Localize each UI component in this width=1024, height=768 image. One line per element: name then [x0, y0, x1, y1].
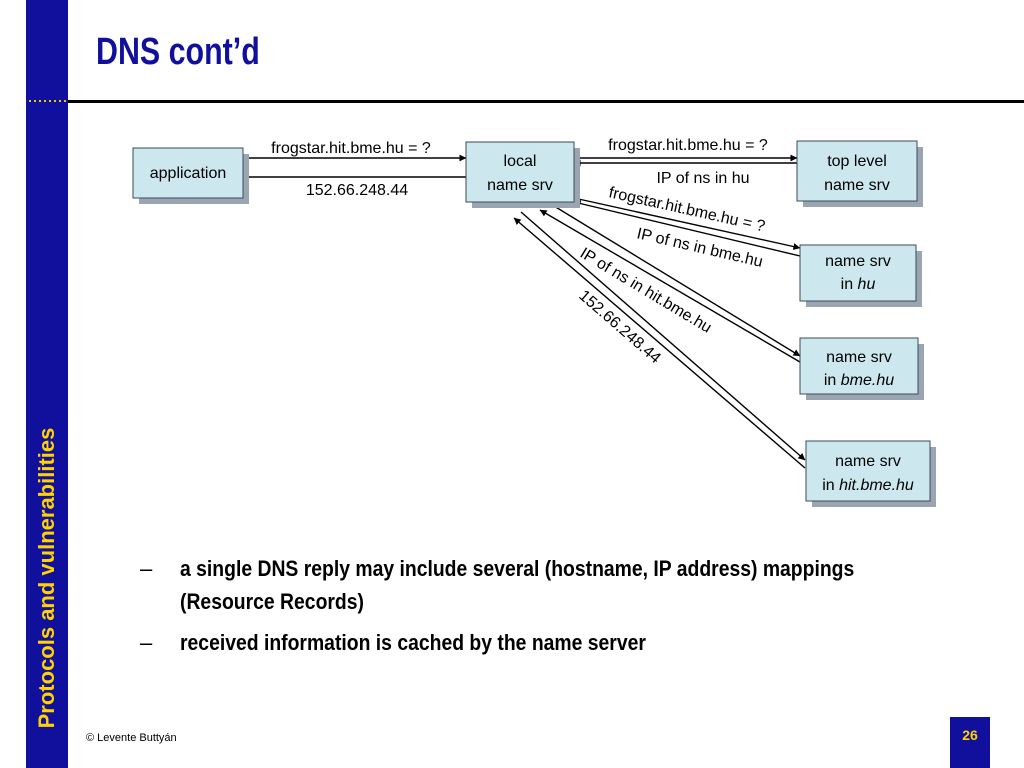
slide-title: DNS cont’d	[96, 31, 260, 73]
page-number: 26	[962, 727, 978, 743]
bullet-item: – received information is cached by the …	[140, 626, 900, 659]
node-local-line2: name srv	[487, 177, 553, 194]
page-number-badge: 26	[950, 717, 990, 768]
footer-copyright: © Levente Buttyán	[86, 732, 177, 744]
sidebar-bar	[26, 0, 68, 768]
title-rule	[68, 100, 1024, 103]
node-hu-line1: name srv	[825, 253, 891, 270]
arrow-local-to-bme	[553, 205, 801, 357]
arrow-bme-to-local	[539, 209, 801, 363]
sidebar-dots	[26, 100, 68, 104]
node-hit-line1: name srv	[835, 453, 901, 470]
bullet-marker: –	[140, 630, 153, 655]
bullet-list: – a single DNS reply may include several…	[140, 552, 900, 667]
bullet-item: – a single DNS reply may include several…	[140, 552, 900, 618]
node-top-level-name-server: top level name srv	[796, 140, 923, 207]
label-toplevel-query: frogstar.hit.bme.hu = ?	[608, 137, 768, 154]
arrow-local-to-hit	[520, 211, 806, 461]
label-toplevel-reply: IP of ns in hu	[656, 170, 749, 187]
node-toplevel-line2: name srv	[824, 177, 890, 194]
arrow-hit-to-local	[513, 217, 806, 469]
bullet-text: received information is cached by the na…	[180, 630, 646, 655]
arrow-local-to-hu	[573, 197, 801, 250]
node-local-line1: local	[504, 153, 537, 170]
arrow-hu-to-local	[573, 200, 801, 257]
node-hu-line2: in hu	[841, 276, 876, 293]
node-local-name-server: local name srv	[465, 141, 580, 208]
node-application-label: application	[150, 165, 227, 182]
bullet-marker: –	[140, 556, 153, 581]
node-name-server-hit-bme-hu: name srv in hit.bme.hu	[805, 440, 936, 507]
label-app-reply: 152.66.248.44	[306, 182, 408, 199]
node-bme-line1: name srv	[826, 349, 892, 366]
node-toplevel-line1: top level	[827, 153, 887, 170]
label-app-query: frogstar.hit.bme.hu = ?	[271, 140, 431, 157]
node-application: application	[132, 147, 249, 204]
node-name-server-bme-hu: name srv in bme.hu	[799, 337, 924, 400]
node-hit-line2: in hit.bme.hu	[822, 477, 914, 494]
node-name-server-hu: name srv in hu	[799, 244, 922, 307]
node-bme-line2: in bme.hu	[824, 372, 894, 389]
label-hu-query: frogstar.hit.bme.hu = ?	[607, 184, 767, 235]
bullet-text: a single DNS reply may include several (…	[180, 556, 855, 614]
